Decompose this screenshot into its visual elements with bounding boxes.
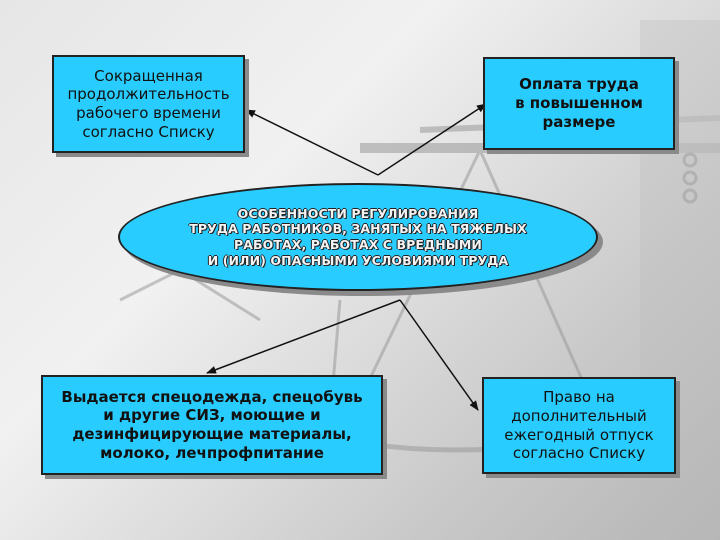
node-increased-pay: Оплата труда в повышенном размере [483,57,675,150]
node-additional-leave: Право на дополнительный ежегодный отпуск… [482,377,676,474]
node-reduced-working-hours-text: Сокращенная продолжительность рабочего в… [67,66,230,141]
node-central-topic-text: ОСОБЕННОСТИ РЕГУЛИРОВАНИЯ ТРУДА РАБОТНИК… [189,205,527,268]
node-additional-leave-text: Право на дополнительный ежегодный отпуск… [504,388,654,463]
node-protective-equipment-text: Выдается спецодежда, спецобувь и другие … [61,387,363,462]
node-increased-pay-text: Оплата труда в повышенном размере [515,75,643,131]
node-central-topic: ОСОБЕННОСТИ РЕГУЛИРОВАНИЯ ТРУДА РАБОТНИК… [118,183,598,291]
node-protective-equipment: Выдается спецодежда, спецобувь и другие … [41,375,383,475]
arrow-to-top-left [245,109,379,176]
node-reduced-working-hours: Сокращенная продолжительность рабочего в… [52,55,245,153]
arrow-to-top-right [377,103,487,176]
arrow-to-bottom-right [399,299,479,411]
arrow-to-bottom-left [206,299,401,374]
